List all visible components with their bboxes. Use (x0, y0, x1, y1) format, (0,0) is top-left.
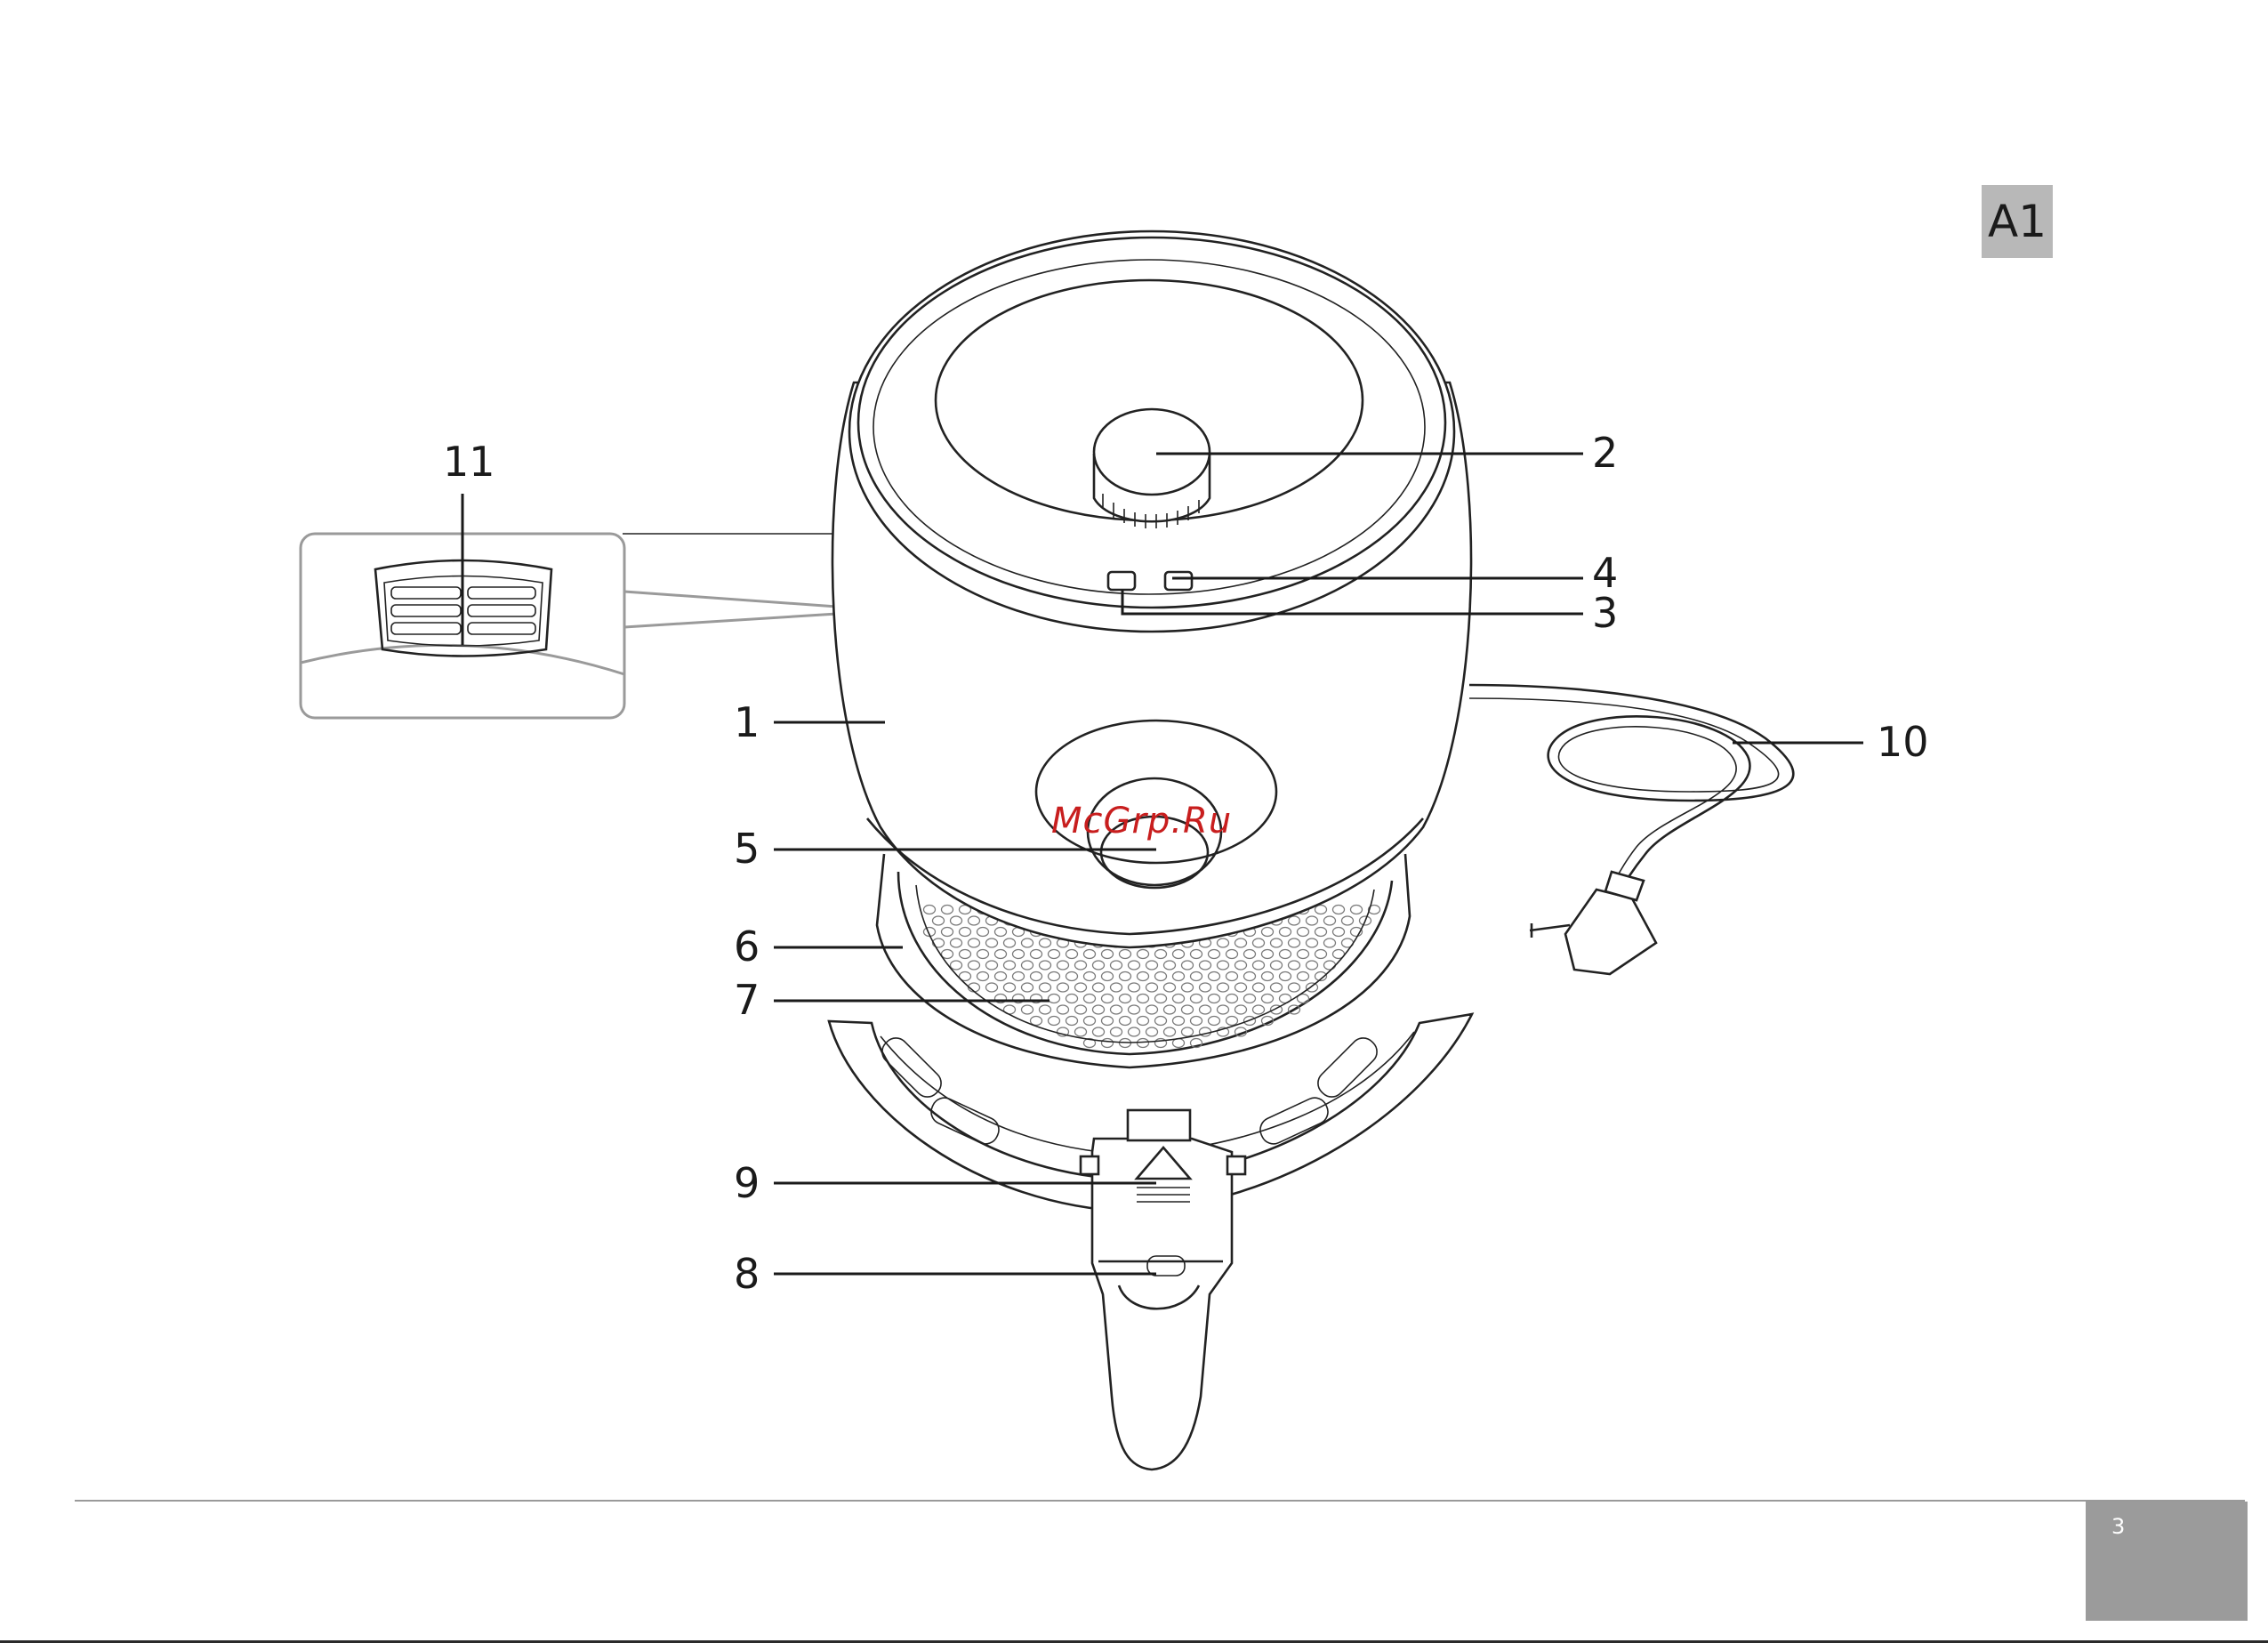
temperature-knob (1094, 409, 1210, 528)
callout-7: 7 (734, 976, 760, 1024)
callout-6: 6 (734, 922, 760, 970)
indicator-light-3 (1108, 572, 1135, 590)
plug (1530, 872, 1656, 974)
callout-11: 11 (443, 438, 495, 486)
callout-8: 8 (734, 1250, 760, 1298)
basket-handle (1081, 1110, 1245, 1470)
indicator-light-4 (1165, 572, 1192, 590)
page-number-box (2086, 1502, 2248, 1621)
callout-9: 9 (734, 1159, 760, 1207)
page-number: 3 (2111, 1514, 2125, 1539)
footer-rule (75, 1500, 2245, 1502)
callout-10: 10 (1877, 718, 1929, 766)
callout-2: 2 (1592, 429, 1618, 477)
callout-5: 5 (734, 825, 760, 873)
callout-3: 3 (1592, 589, 1618, 637)
callout-1: 1 (734, 698, 760, 746)
lid (849, 231, 1454, 632)
inset-detail (301, 534, 837, 718)
power-cord (1469, 685, 1793, 974)
watermark: McGrp.Ru (1051, 801, 1232, 842)
